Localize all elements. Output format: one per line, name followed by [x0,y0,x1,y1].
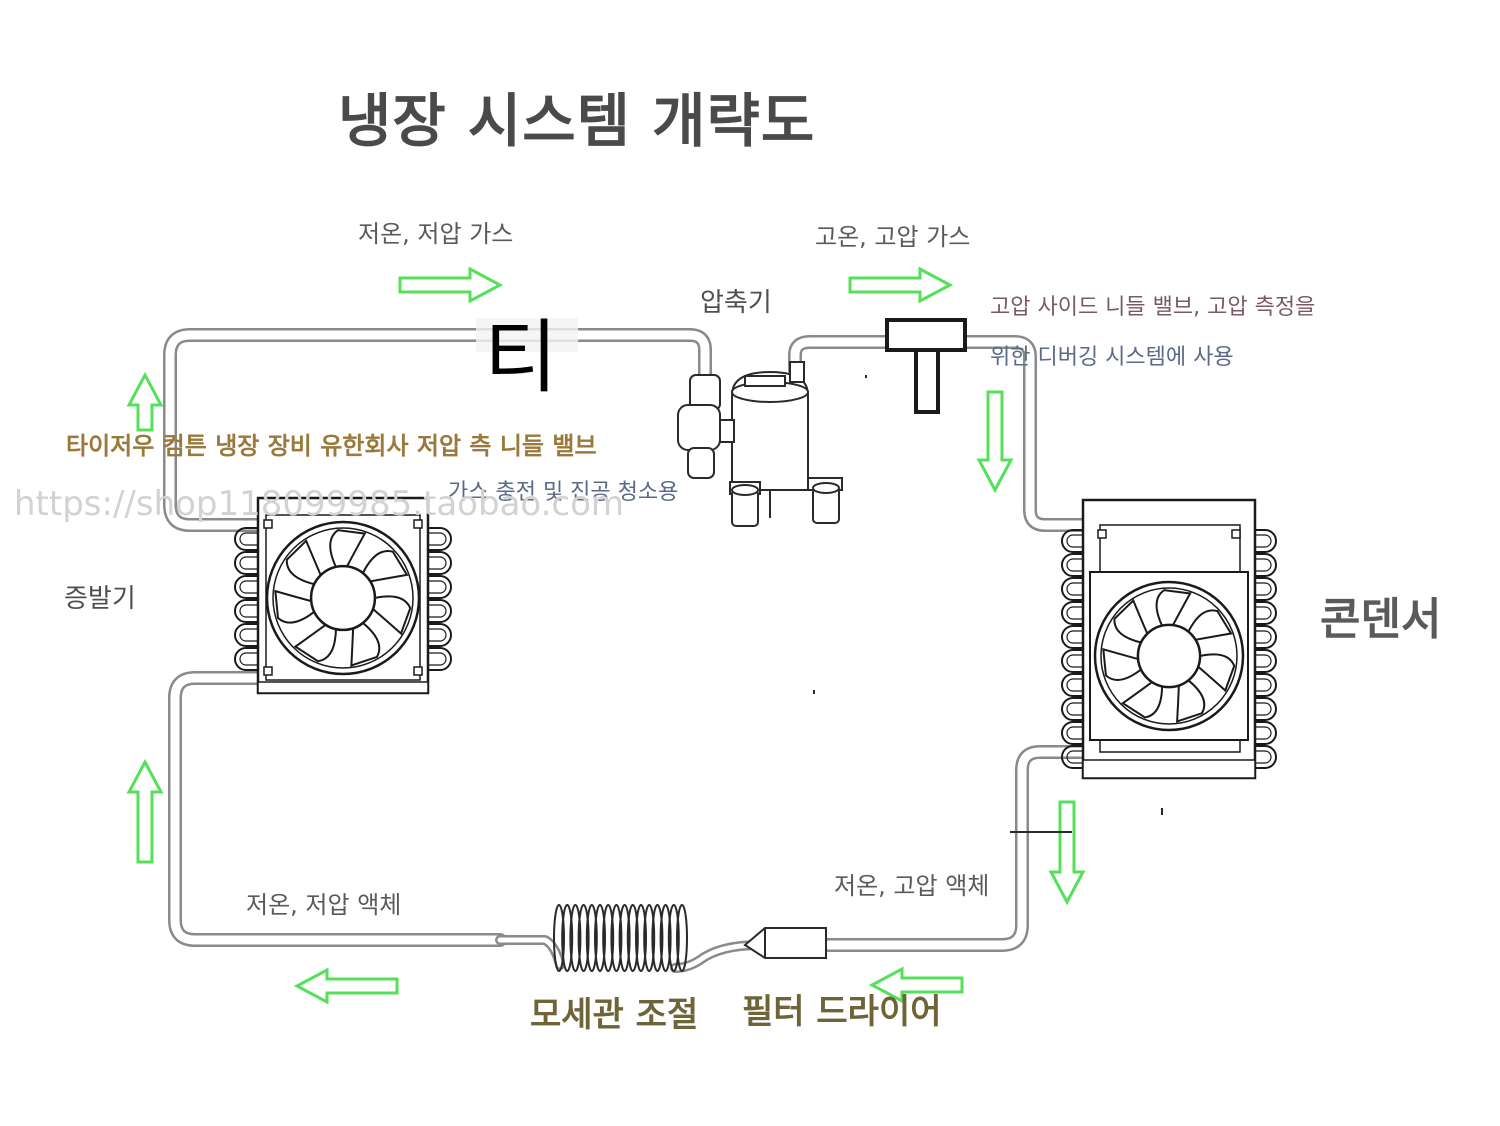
page-title: 냉장 시스템 개략도 [338,87,816,155]
flow-arrow-icon [398,266,504,304]
pipe-liquid-line [821,745,1092,952]
label-high-side-valve-2: 위한 디버깅 시스템에 사용 [990,345,1234,370]
misc-marks [813,375,1163,833]
tee-fitting [476,318,578,352]
watermark: https://shop118099985.taobao.com [14,484,625,524]
evaporator-unit [234,496,452,695]
compressor-icon [677,361,843,527]
label-compressor: 압축기 [700,288,772,318]
label-evaporator: 증발기 [64,584,136,614]
capillary-coil-icon [553,904,688,972]
flow-arrow-icon [293,967,399,1005]
flow-arrows [126,266,1086,1005]
label-filter-drier: 필터 드라이어 [742,992,942,1032]
flow-arrow-icon [976,390,1014,494]
label-capillary: 모세관 조절 [530,995,699,1035]
label-suction-gas: 저온, 저압 가스 [358,220,514,248]
fan-icon [1093,580,1245,732]
label-low-side-valve: 타이저우 컴튼 냉장 장비 유한회사 저압 측 니들 밸브 [66,432,597,460]
needle-valve-icon [885,318,967,414]
pipe-network [163,328,1092,973]
fan-icon [265,520,421,676]
label-tee: 티 [484,311,558,404]
label-high-side-valve-1: 고압 사이드 니들 밸브, 고압 측정을 [990,295,1316,320]
flow-arrow-icon [1048,800,1086,906]
label-low-high-liquid: 저온, 고압 액체 [834,872,990,900]
flow-arrow-icon [126,758,164,864]
label-gas-charging: 가스 충전 및 진공 청소용 [448,480,679,505]
label-discharge-gas: 고온, 고압 가스 [815,223,971,251]
label-low-low-liquid: 저온, 저압 액체 [246,891,402,919]
filter-drier-icon [743,927,827,959]
label-condenser: 콘덴서 [1320,594,1442,645]
flow-arrow-icon [126,371,164,432]
flow-arrow-icon [848,266,954,304]
flow-arrow-icon [868,966,964,1004]
condenser-unit [1061,498,1277,780]
